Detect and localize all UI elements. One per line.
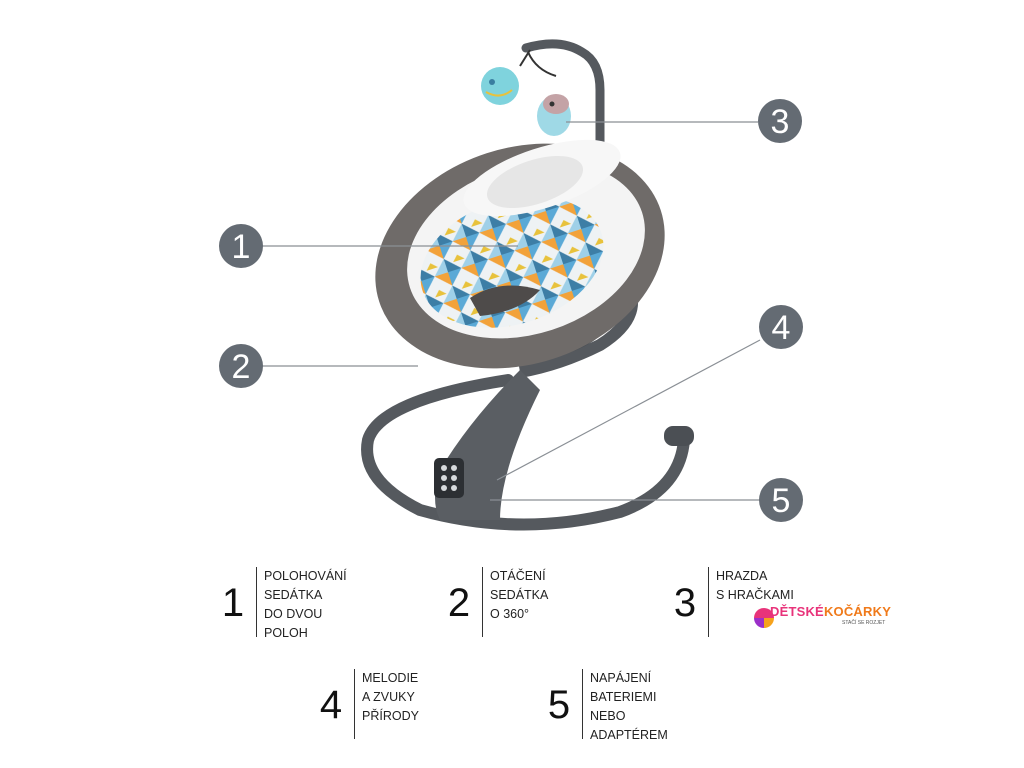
legend-text: NAPÁJENÍ BATERIEMI NEBO ADAPTÉREM xyxy=(590,671,668,742)
callout-4-number: 4 xyxy=(772,309,791,347)
legend-number: 4 xyxy=(319,683,343,727)
brand-tagline: STAČÍ SE ROZJET xyxy=(842,620,886,626)
legend-divider xyxy=(482,567,483,637)
legend-number: 3 xyxy=(673,581,697,625)
legend-number: 2 xyxy=(447,581,471,625)
toy-bird xyxy=(537,94,571,136)
base-ring xyxy=(361,374,694,531)
brand-name-part2: KOČÁRKY xyxy=(823,604,892,619)
callout-5-number: 5 xyxy=(772,482,791,520)
callout-2: 2 xyxy=(219,344,263,388)
callout-1: 1 xyxy=(219,224,263,268)
leader-line-4 xyxy=(496,339,761,481)
callout-3-number: 3 xyxy=(771,103,790,141)
callout-1-number: 1 xyxy=(232,228,251,266)
leader-lines xyxy=(262,121,761,501)
legend-divider xyxy=(582,669,583,739)
legend-divider xyxy=(256,567,257,637)
legend-number: 5 xyxy=(547,683,571,727)
brand-logo-icon xyxy=(754,608,774,628)
legend-text: OTÁČENÍ SEDÁTKA O 360° xyxy=(490,569,549,621)
control-panel xyxy=(434,458,464,498)
callout-2-number: 2 xyxy=(232,348,251,386)
callout-5: 5 xyxy=(759,478,803,522)
legend-text: HRAZDA S HRAČKAMI xyxy=(716,569,794,602)
brand-name-part1: DĚTSKÉ xyxy=(770,604,824,619)
legend-number: 1 xyxy=(221,581,245,625)
legend-text: MELODIE A ZVUKY PŘÍRODY xyxy=(362,671,419,723)
legend-divider xyxy=(354,669,355,739)
callout-3: 3 xyxy=(758,99,802,143)
brand-logo: DĚTSKÉKOČÁRKY STAČÍ SE ROZJET xyxy=(754,604,894,632)
toy-bar xyxy=(519,39,605,165)
seat xyxy=(375,139,665,369)
callout-4: 4 xyxy=(759,305,803,349)
brand-name: DĚTSKÉKOČÁRKY xyxy=(770,604,891,619)
legend-divider xyxy=(708,567,709,637)
toy-ball-blue xyxy=(481,67,519,105)
legend-text: POLOHOVÁNÍ SEDÁTKA DO DVOU POLOH xyxy=(264,569,347,640)
